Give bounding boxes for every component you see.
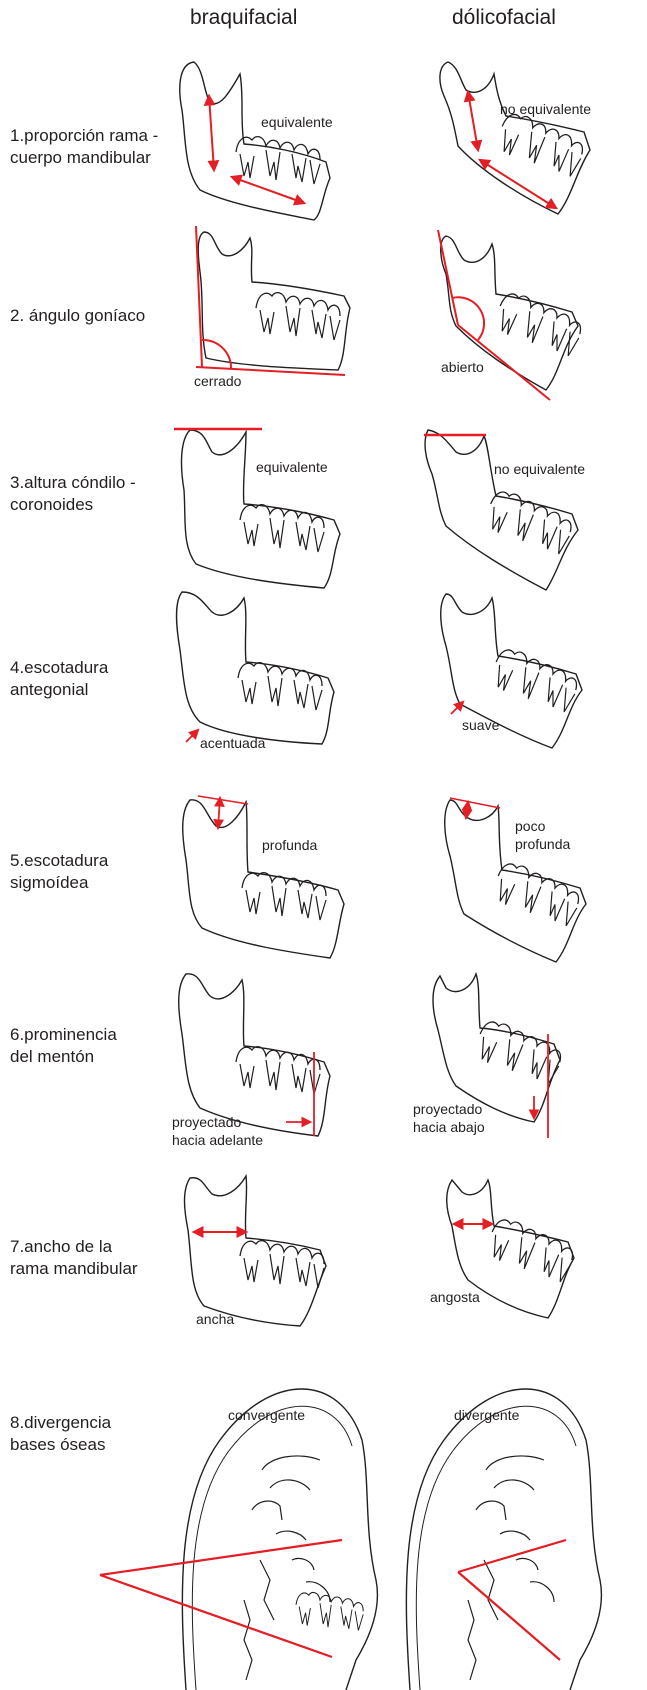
annotation-4-left: acentuada [200,734,265,752]
row-8-left-skull [100,1389,377,1690]
row-label-2: 2. ángulo goníaco [10,305,145,327]
row-7-left-mandible [185,1176,327,1326]
annotation-2-right: abierto [441,358,484,376]
row-label-7: 7.ancho de la rama mandibular [10,1236,138,1280]
angle-arc [202,340,231,368]
row-5-left-mandible [183,796,344,958]
ramus-arrow [468,92,478,150]
row-label-8: 8.divergencia bases óseas [10,1412,111,1456]
annotation-8-left: convergente [228,1406,305,1424]
divergence-lines [458,1540,566,1660]
column-title-dolicofacial: dólicofacial [452,6,556,30]
row-3-left-mandible [174,429,340,588]
row-3-right-mandible [424,430,578,590]
column-title-braquifacial: braquifacial [190,6,297,30]
annotation-2-left: cerrado [194,372,241,390]
depth-arrow [218,798,220,828]
annotation-6-left: proyectado hacia adelante [172,1113,263,1149]
row-label-5: 5.escotadura sigmoídea [10,850,108,894]
annotation-8-right: divergente [454,1406,519,1424]
annotation-3-left: equivalente [256,458,328,476]
row-label-4: 4.escotadura antegonial [10,657,108,701]
annotation-6-right: proyectado hacia abajo [413,1100,485,1136]
annotation-5-left: profunda [262,836,317,854]
annotation-7-left: ancha [196,1310,234,1328]
ramus-arrow [209,96,214,170]
annotation-4-right: suave [462,716,499,734]
row-label-6: 6.prominencia del mentón [10,1024,117,1068]
annotation-1-left: equivalente [261,113,333,131]
row-2-left-mandible [196,226,350,375]
body-arrow [232,177,304,203]
notch-arrow [451,702,463,714]
annotation-3-right: no equivalente [494,460,585,478]
row-label-3: 3.altura cóndilo - coronoides [10,472,136,516]
annotation-1-right: no equivalente [500,100,591,118]
row-label-1: 1.proporción rama - cuerpo mandibular [10,125,158,169]
annotation-7-right: angosta [430,1288,480,1306]
divergence-lines [100,1540,342,1657]
row-1-right-mandible [440,62,590,214]
row-1-left-mandible [180,62,330,220]
notch-arrow [186,730,198,742]
depth-arrow [466,802,468,818]
row-4-left-mandible [177,592,335,744]
body-arrow [480,160,556,208]
row-6-left-mandible [179,974,330,1136]
annotation-5-right: poco profunda [515,817,570,853]
row-8-right-skull [406,1389,601,1690]
